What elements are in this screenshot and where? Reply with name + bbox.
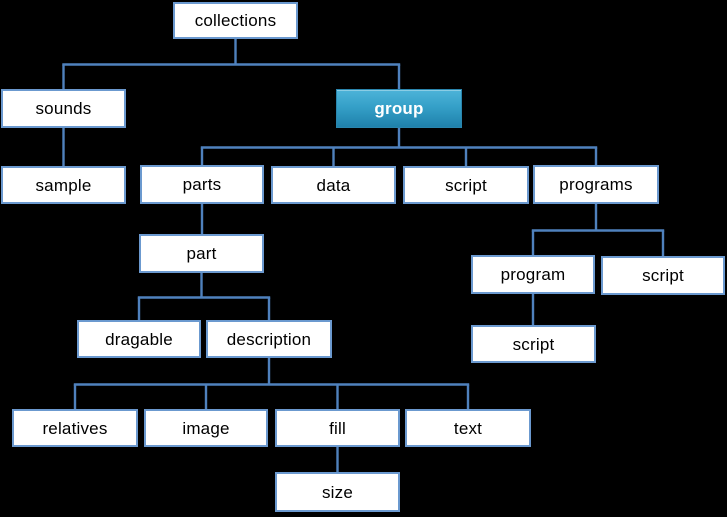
tree-node-label: fill [329,418,346,438]
tree-node-label: group [374,99,424,118]
tree-node-size[interactable]: size [275,472,400,512]
tree-node-label: script [642,266,684,285]
tree-node-group[interactable]: group [336,89,462,128]
tree-node-sounds[interactable]: sounds [1,89,126,128]
tree-node-label: programs [559,175,633,194]
tree-node-label: part [186,244,217,263]
tree-node-label: text [453,418,483,438]
tree-node-program[interactable]: program [471,255,595,294]
tree-node-script1[interactable]: script [403,166,529,204]
tree-node-fill[interactable]: fill [275,409,400,447]
tree-node-dragable[interactable]: dragable [77,320,201,358]
tree-node-label: script [512,334,555,354]
tree-node-label: parts [182,175,222,194]
tree-node-label: program [500,265,566,284]
tree-node-text[interactable]: text [405,409,531,447]
tree-node-label: dragable [105,329,173,349]
tree-node-script2[interactable]: script [601,256,725,295]
tree-node-relatives[interactable]: relatives [12,409,138,447]
tree-node-label: image [182,418,230,438]
tree-node-data[interactable]: data [271,166,396,204]
tree-node-label: script [445,175,487,195]
tree-node-sample[interactable]: sample [1,166,126,204]
tree-node-label: sounds [35,99,92,118]
tree-node-script3[interactable]: script [471,325,596,363]
tree-node-description[interactable]: description [206,320,332,358]
tree-node-label: description [226,329,312,349]
tree-node-programs[interactable]: programs [533,165,659,204]
tree-node-image[interactable]: image [144,409,268,447]
tree-node-label: relatives [42,418,108,438]
tree-node-collections[interactable]: collections [173,2,298,39]
tree-node-parts[interactable]: parts [140,165,264,204]
tree-node-label: data [316,175,351,195]
tree-node-part[interactable]: part [139,234,264,273]
tree-node-label: collections [194,11,277,30]
tree-node-label: size [321,482,354,502]
tree-node-label: sample [35,175,92,195]
